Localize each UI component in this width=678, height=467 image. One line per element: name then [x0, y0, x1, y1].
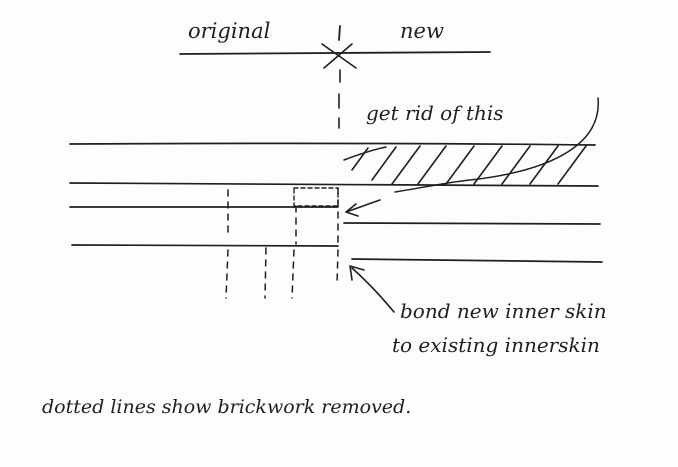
header-cross-mark [321, 43, 357, 69]
bond-arrow-shaft [351, 267, 395, 313]
header-divider-tick [338, 25, 341, 41]
header-underline [179, 51, 491, 55]
joint-arrow-head [345, 203, 359, 217]
label-new: new [400, 19, 444, 43]
wall-line-inner-top-new [343, 222, 601, 225]
joint-arrow-shaft [345, 199, 381, 213]
removed-brick-box [293, 187, 339, 207]
wall-line-inner-bottom-new [351, 258, 603, 263]
get-rid-pointer-curve [394, 97, 599, 193]
wall-line-outer-top [69, 142, 596, 146]
label-bond-line2: to existing innerskin [392, 333, 600, 357]
label-original: original [188, 19, 270, 43]
caption-text: dotted lines show brickwork removed. [42, 396, 411, 418]
bond-arrow-head [349, 265, 365, 281]
wall-line-inner-bottom-original [71, 244, 339, 247]
hatched-removal-area [343, 145, 587, 185]
join-line-dashed [338, 69, 341, 129]
label-bond-line1: bond new inner skin [400, 299, 607, 323]
removed-brickwork-dashed-lines [225, 187, 339, 299]
label-get-rid: get rid of this [366, 101, 504, 125]
hatch-edge-top [343, 146, 387, 161]
wall-line-outer-bottom [69, 182, 599, 187]
